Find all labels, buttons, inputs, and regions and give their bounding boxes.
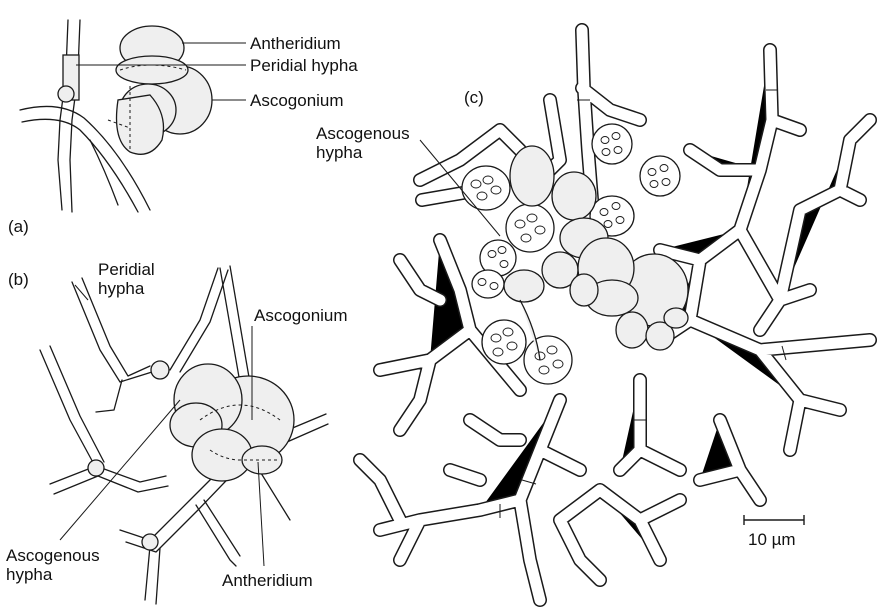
panel-a-antheridium [116,26,188,84]
panel-c-label-ascogenous-hypha: Ascogenous hypha [316,124,410,162]
panel-b-letter: (b) [8,270,29,289]
panel-c-drawing [360,30,870,600]
panel-a-drawing [20,20,246,212]
scale-bar-label: 10 µm [748,530,796,549]
ascus [640,156,680,196]
panel-b-antheridium [242,446,282,474]
ascus [592,124,632,164]
panel-b-label-ascogenous-hypha: Ascogenous hypha [6,546,100,584]
ascus [462,166,510,210]
panel-b-label-antheridium: Antheridium [222,571,313,590]
panel-a-label-antheridium: Antheridium [250,34,341,53]
panel-a-label-peridial-hypha: Peridial hypha [250,56,358,75]
ascus [472,270,504,298]
scale-bar [744,515,804,525]
ascus [524,336,572,384]
ascus [506,204,554,252]
panel-a-label-ascogonium: Ascogonium [250,91,344,110]
ascus [482,320,526,364]
panel-c-letter: (c) [464,88,484,107]
panel-a-letter: (a) [8,217,29,236]
panel-b-label-peridial-hypha: Peridial hypha [98,260,155,298]
panel-a-peridial-hypha [58,55,79,102]
panel-b-label-ascogonium: Ascogonium [254,306,348,325]
